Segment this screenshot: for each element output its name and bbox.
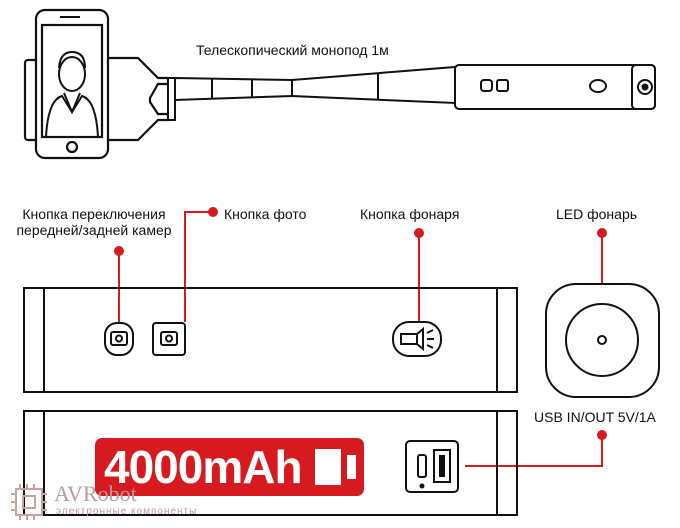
- callout-dot: [114, 246, 124, 256]
- camera-switch-icon: [104, 322, 134, 356]
- phone-illustration: [23, 8, 170, 160]
- battery-icon: [95, 438, 364, 496]
- battery-capacity: 4000mAh: [104, 441, 303, 493]
- monopod-title: Телескопический монопод 1м: [196, 42, 389, 58]
- led-lens-icon: [545, 283, 660, 398]
- chip-logo-icon: [11, 484, 47, 520]
- handle-bottom-view: [23, 410, 518, 516]
- callout-dot: [597, 228, 607, 238]
- callout-dot: [597, 430, 607, 440]
- brand-tagline: электронные компоненты: [56, 506, 198, 517]
- flashlight-icon: [392, 321, 442, 357]
- label-photo-button: Кнопка фото: [224, 206, 307, 222]
- handle-top-view: [23, 287, 518, 393]
- label-camera-switch-line1: Кнопка переключения: [22, 206, 166, 222]
- label-camera-switch-line2: передней/задней камер: [16, 222, 172, 238]
- camera-icon: [152, 322, 186, 356]
- usb-port-icon: [405, 440, 459, 493]
- label-usb: USB IN/OUT 5V/1A: [534, 409, 656, 425]
- person-icon: [45, 50, 99, 138]
- callout-dot: [414, 228, 424, 238]
- label-flashlight-button: Кнопка фонаря: [360, 206, 460, 222]
- monopod-rod: [167, 64, 656, 121]
- brand-name: AVRobot: [54, 481, 137, 506]
- label-led: LED фонарь: [556, 206, 638, 222]
- callout-lines: [114, 207, 607, 467]
- callout-dot: [208, 207, 218, 217]
